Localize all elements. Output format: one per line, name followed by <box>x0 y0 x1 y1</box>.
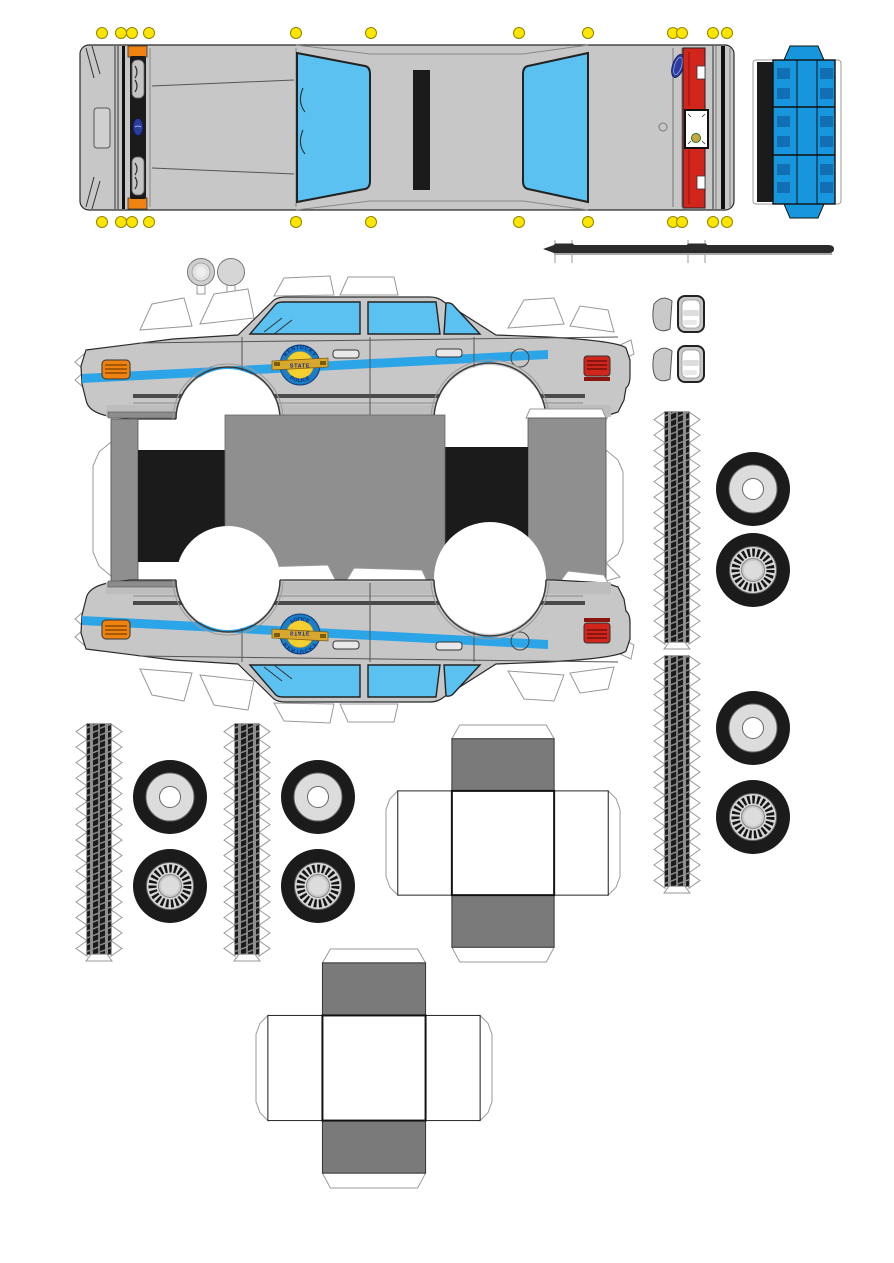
wheel-disc-2 <box>715 690 791 766</box>
lightbar-end-cap <box>783 45 825 61</box>
registration-marks-bottom <box>96 216 733 228</box>
mirror-pair <box>652 345 705 383</box>
trunk-lock <box>658 122 668 132</box>
axle-strip <box>543 240 834 263</box>
turn-signal <box>127 197 148 210</box>
front-license-plate <box>93 107 111 149</box>
top-view-body <box>79 44 735 211</box>
tread-strip-3 <box>75 723 123 962</box>
wheel-hub-4 <box>278 846 358 926</box>
backup-light <box>696 65 706 80</box>
lightbar-lamp-modules <box>777 68 833 193</box>
interior-box-1 <box>385 724 621 963</box>
mirror-housing <box>652 347 673 382</box>
lightbar-mount-slot <box>413 70 430 190</box>
wheel-hub-1 <box>713 530 793 610</box>
top-view-panel <box>79 27 735 228</box>
mirror-pair <box>652 295 705 333</box>
windshield <box>296 51 371 204</box>
mirror-disc-back <box>217 258 245 286</box>
ford-logo-icon <box>132 118 144 136</box>
wheel-disc-1 <box>715 451 791 527</box>
plate-emblem-icon <box>691 133 701 143</box>
grille-band <box>127 45 148 210</box>
roof-panel <box>295 44 589 211</box>
tread-strip-4 <box>223 723 271 962</box>
tread-strip-1 <box>653 411 701 650</box>
mirror-housing <box>652 297 673 332</box>
wheel-disc-4 <box>280 759 356 835</box>
wheel-hub-3 <box>130 846 210 926</box>
wheel-hub-2 <box>713 777 793 857</box>
backup-light <box>696 175 706 190</box>
trunk <box>658 48 685 207</box>
rear-window <box>522 51 589 204</box>
mirror-discs <box>187 258 245 295</box>
taillight-band <box>682 47 709 209</box>
lightbar-end-cap <box>783 203 825 219</box>
light-bar <box>752 45 842 219</box>
headlight <box>131 59 145 99</box>
front-bumper-top <box>85 45 125 210</box>
registration-marks-top <box>96 27 733 39</box>
rear-license-plate <box>684 109 709 149</box>
chassis-side-strip <box>110 418 139 596</box>
lightbar-base-strip <box>757 62 773 202</box>
turn-signal <box>127 45 148 58</box>
body-sides-and-chassis <box>74 275 635 724</box>
rear-bumper-top <box>712 46 731 209</box>
interior-box-2 <box>255 948 493 1189</box>
wipers <box>299 87 306 155</box>
wheel-disc-3 <box>132 759 208 835</box>
headlight <box>131 156 145 196</box>
door-mirrors <box>652 295 705 383</box>
tread-strip-2 <box>653 655 701 894</box>
lightbar-lens <box>772 59 836 205</box>
strip-body <box>543 245 834 253</box>
